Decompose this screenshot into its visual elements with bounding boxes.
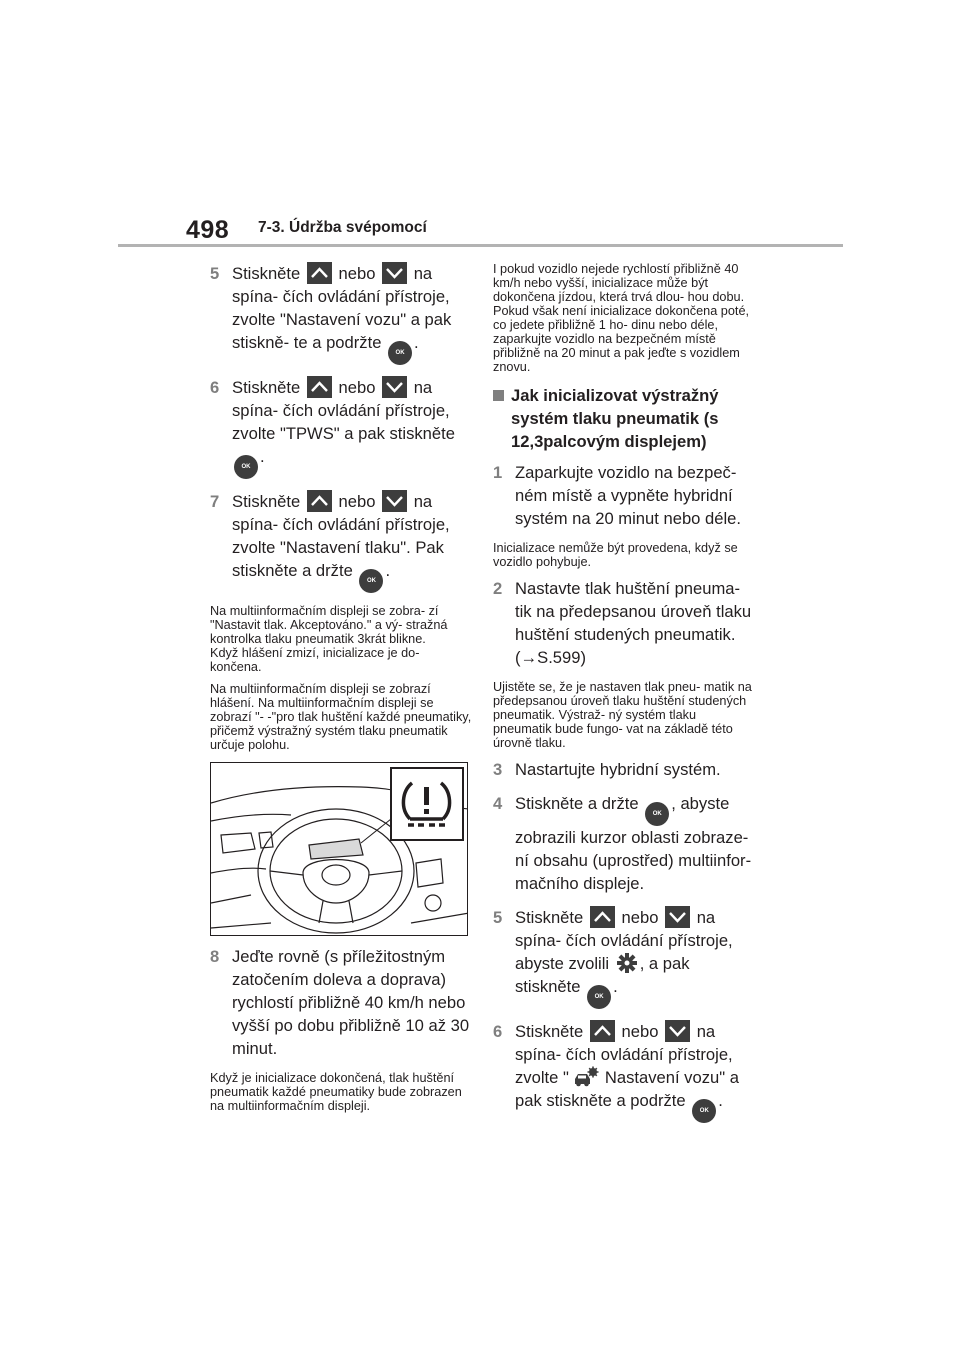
header-divider	[118, 244, 843, 247]
chevron-up-icon	[306, 490, 332, 512]
step-text: Nastartujte hybridní systém.	[515, 760, 721, 779]
note-text: Ujistěte se, že je nastaven tlak pneu- m…	[493, 680, 752, 750]
section-heading: Jak inicializovat výstražný systém tlaku…	[493, 384, 755, 453]
step-text: Stiskněte	[232, 378, 301, 397]
steering-wheel-illustration	[210, 762, 468, 936]
note-text: Když je inicializace dokončená, tlak huš…	[210, 1071, 462, 1113]
ok-button-icon: OK	[359, 569, 384, 593]
chevron-down-icon	[382, 376, 408, 398]
step-text: Nastavte tlak huštění pneuma- tik na pře…	[515, 579, 752, 667]
step-text: na spína- čích ovládání přístroje, zvolt…	[232, 378, 455, 443]
note-text: Když hlášení zmizí, inicializace je do- …	[210, 646, 420, 674]
step-text: Stiskněte	[232, 492, 301, 511]
step-text: na spína- čích ovládání přístroje, abyst…	[515, 908, 733, 973]
step-1-right: 1 Zaparkujte vozidlo na bezpeč- ném míst…	[493, 461, 755, 530]
step-text: Stiskněte	[515, 908, 584, 927]
chevron-up-icon	[306, 262, 332, 284]
step-6-left: 6 Stiskněte nebo na spína- čích ovládání…	[210, 376, 472, 479]
step-text: na spína- čích ovládání přístroje, zvolt…	[232, 264, 452, 352]
ok-button-icon: OK	[645, 802, 670, 826]
heading-square-icon	[493, 390, 504, 401]
step-number: 8	[210, 947, 220, 966]
chevron-down-icon	[382, 262, 408, 284]
step-text: .	[385, 561, 391, 580]
step-text: Stiskněte	[232, 264, 301, 283]
step-text: .	[414, 333, 419, 352]
step-text: .	[260, 447, 265, 466]
step-3-right: 3 Nastartujte hybridní systém.	[493, 758, 755, 781]
note-text: Na multiinformačním displeji se zobrazí …	[210, 682, 472, 752]
right-column: I pokud vozidlo nejede rychlostí přibliž…	[493, 262, 755, 1134]
chevron-down-icon	[382, 490, 408, 512]
note-text: Na multiinformačním displeji se zobra- z…	[210, 604, 448, 646]
step-text: na spína- čích ovládání přístroje, zvolt…	[515, 1022, 733, 1087]
step-number: 6	[493, 1022, 503, 1041]
ok-button-icon: OK	[692, 1099, 717, 1123]
step-number: 5	[493, 908, 503, 927]
step-text: Stiskněte	[515, 1022, 584, 1041]
gear-icon	[616, 952, 638, 974]
note-text: Inicializace nemůže být provedena, když …	[493, 541, 738, 569]
chevron-down-icon	[665, 1020, 691, 1042]
step-4-right: 4 Stiskněte a držte OK, abyste zobrazili…	[493, 792, 755, 895]
chevron-up-icon	[589, 1020, 615, 1042]
chevron-down-icon	[665, 906, 691, 928]
step-text: Jeďte rovně (s příležitostným zatočením …	[232, 947, 470, 1058]
step-text: , a pak stiskněte	[515, 954, 690, 996]
step-number: 5	[210, 264, 220, 283]
section-title: 7-3. Údržba svépomocí	[258, 219, 427, 236]
chevron-up-icon	[306, 376, 332, 398]
step-number: 2	[493, 579, 503, 598]
step-number: 7	[210, 492, 220, 511]
step-text: .	[718, 1091, 723, 1110]
car-settings-icon	[573, 1066, 599, 1088]
ok-button-icon: OK	[388, 341, 413, 365]
note-text: I pokud vozidlo nejede rychlostí přibliž…	[493, 262, 750, 374]
step-text: .	[613, 977, 618, 996]
step-number: 6	[210, 378, 220, 397]
step-text: nebo	[338, 264, 376, 283]
left-column: 5 Stiskněte nebo na spína- čích ovládání…	[210, 262, 472, 1121]
step-text: Stiskněte a držte	[515, 794, 639, 813]
step-2-right: 2 Nastavte tlak huštění pneuma- tik na p…	[493, 577, 755, 669]
ok-button-icon: OK	[587, 985, 612, 1009]
chevron-up-icon	[589, 906, 615, 928]
step-6-right: 6 Stiskněte nebo na spína- čích ovládání…	[493, 1020, 755, 1123]
step-text: nebo	[621, 1022, 659, 1041]
step-text: nebo	[338, 378, 376, 397]
step-number: 4	[493, 794, 503, 813]
step-text: Zaparkujte vozidlo na bezpeč- ném místě …	[515, 463, 741, 528]
step-text: , abyste zobrazili kurzor oblasti zobraz…	[515, 794, 752, 893]
step-text: Nastavení vozu" a pak stiskněte a podržt…	[515, 1068, 739, 1110]
step-number: 1	[493, 463, 503, 482]
step-text: nebo	[621, 908, 659, 927]
step-text: nebo	[338, 492, 376, 511]
step-5-right: 5 Stiskněte nebo na spína- čích ovládání…	[493, 906, 755, 1009]
page-number: 498	[186, 216, 230, 244]
heading-text: Jak inicializovat výstražný systém tlaku…	[511, 386, 719, 451]
step-number: 3	[493, 760, 503, 779]
step-8-left: 8 Jeďte rovně (s příležitostným zatočení…	[210, 945, 472, 1060]
step-5-left: 5 Stiskněte nebo na spína- čích ovládání…	[210, 262, 472, 365]
tire-pressure-warning-icon	[390, 767, 464, 841]
step-text: na spína- čích ovládání přístroje, zvolt…	[232, 492, 450, 580]
ok-button-icon: OK	[234, 455, 258, 479]
step-7-left: 7 Stiskněte nebo na spína- čích ovládání…	[210, 490, 472, 593]
